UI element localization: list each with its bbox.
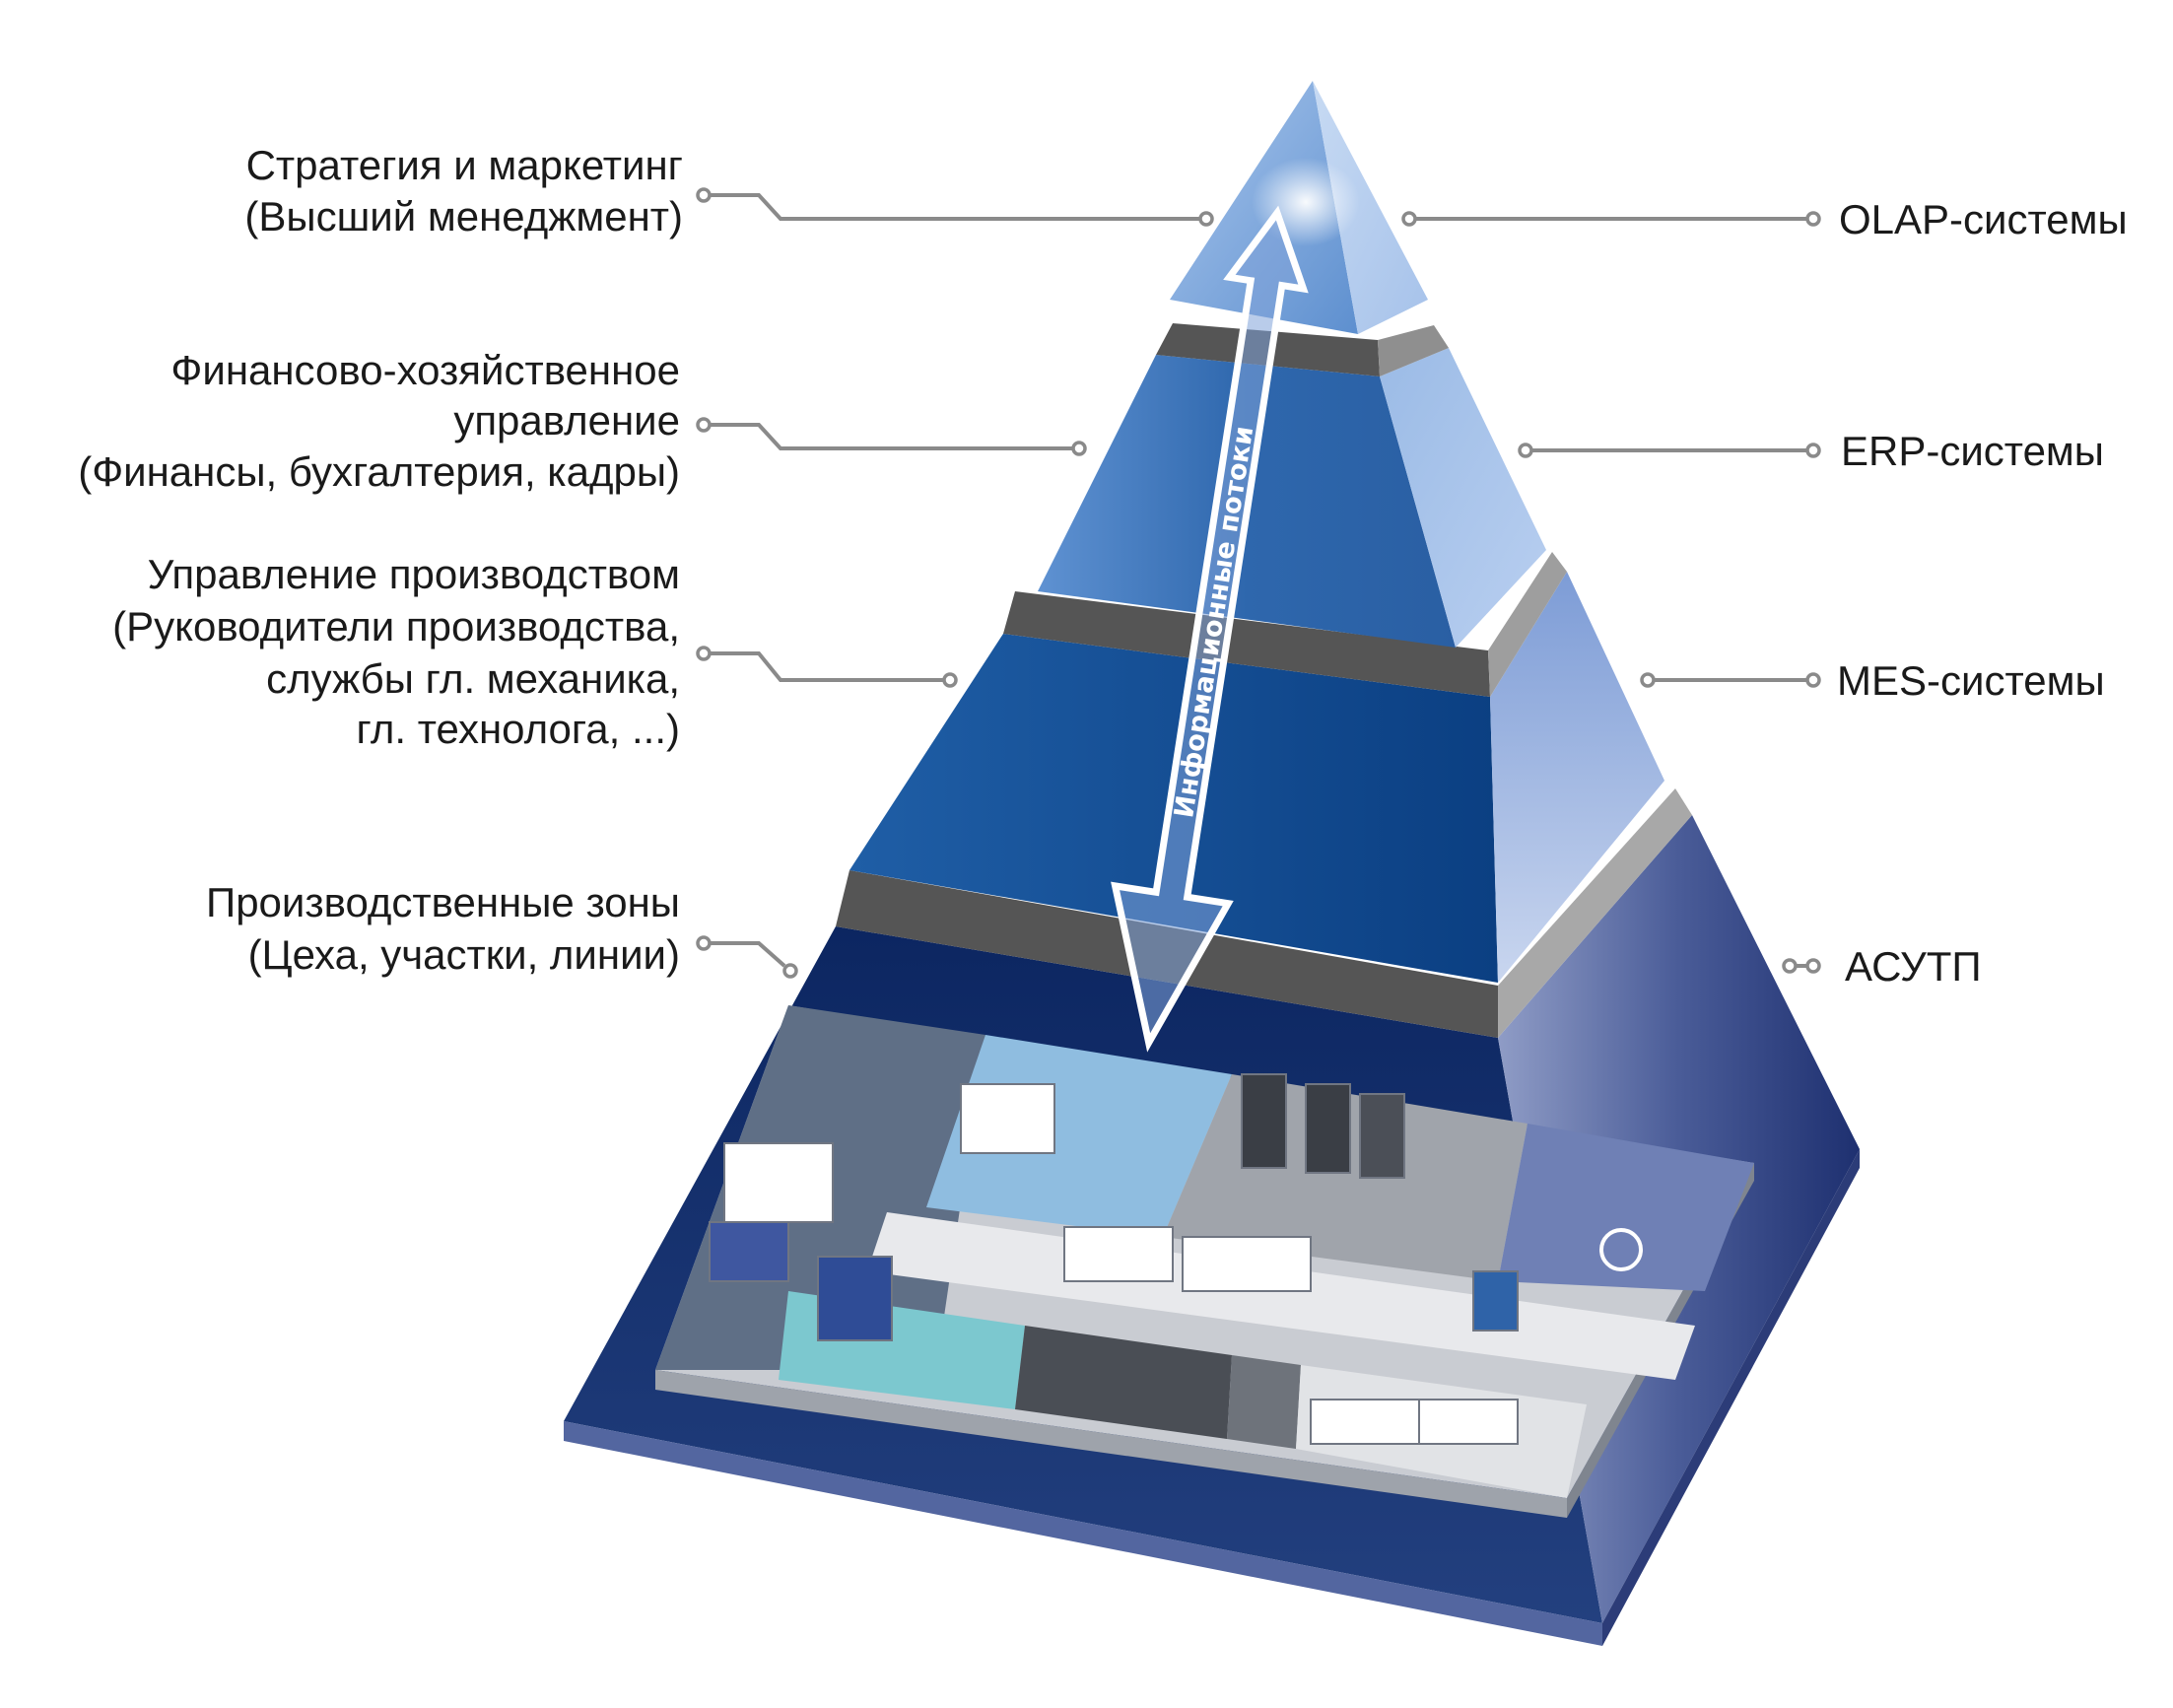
connectors [696,187,1821,979]
label-production-mgmt-line4: гл. технолога, ...) [357,706,681,752]
label-production-zones-line2: (Цеха, участки, линии) [248,931,680,978]
label-strategy-line1: Стратегия и маркетинг [246,142,683,188]
label-strategy-line2: (Высший менеджмент) [244,193,683,239]
left-labels: Стратегия и маркетинг (Высший менеджмент… [78,142,683,978]
factory-floor-illustration [655,1005,1754,1518]
label-finance-line2: управление [453,397,680,444]
label-finance-line3: (Финансы, бухгалтерия, кадры) [78,448,680,495]
label-mes: MES-системы [1837,657,2105,704]
label-production-mgmt-line1: Управление производством [148,551,680,597]
at-sign-icon [1599,1228,1643,1271]
right-labels: OLAP-системы ERP-системы MES-системы АСУ… [1837,196,2128,990]
label-production-mgmt-line3: службы гл. механика, [266,655,680,702]
tier-erp [1038,323,1546,648]
label-asutp: АСУТП [1845,943,1982,990]
label-erp: ERP-системы [1841,428,2104,474]
label-olap: OLAP-системы [1839,196,2128,242]
label-finance-line1: Финансово-хозяйственное [170,347,680,393]
tier-top [1170,81,1428,334]
label-production-mgmt-line2: (Руководители производства, [112,603,680,649]
label-production-zones-line1: Производственные зоны [206,879,680,925]
tier-production [564,788,1860,1646]
